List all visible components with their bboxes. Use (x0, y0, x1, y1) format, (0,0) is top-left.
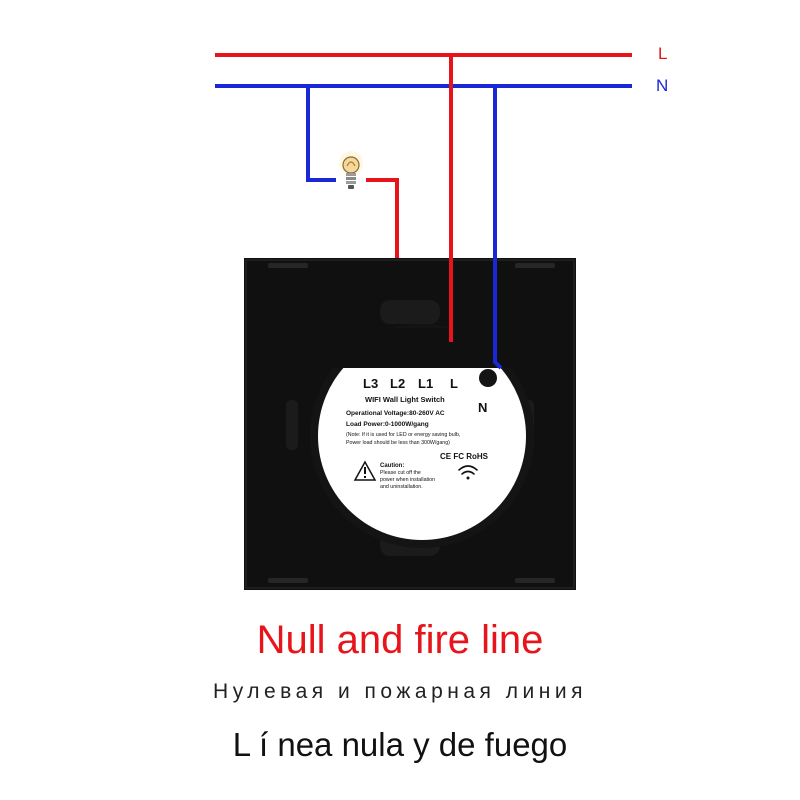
terminal-label-l1: L1 (418, 376, 433, 391)
neutral-to-n-wire (493, 86, 503, 370)
terminal-label-n: N (478, 400, 487, 415)
warning-icon (353, 460, 377, 481)
live-line-label: L (658, 44, 668, 63)
caution-line-1: Please cut off the (380, 470, 421, 476)
load-spec: Load Power:0-1000W/gang (346, 421, 429, 428)
caution-title: Caution: (380, 463, 404, 469)
note-line-1: (Note: If it is used for LED or energy s… (346, 432, 460, 438)
lightbulb-icon (339, 151, 363, 189)
label-module (310, 324, 534, 548)
terminal-label-l2: L2 (390, 376, 405, 391)
caption-russian: Нулевая и пожарная линия (213, 680, 587, 703)
caution-line-3: and uninstallation. (380, 484, 423, 490)
terminal-label-l: L (450, 376, 458, 391)
neutral-to-bulb-wire (306, 86, 336, 182)
certification-marks: CE FC RoHS (440, 452, 489, 461)
voltage-spec: Operational Voltage:80-260V AC (346, 410, 445, 417)
terminal-label-l3: L3 (363, 376, 378, 391)
caption-english: Null and fire line (256, 618, 544, 662)
caption-spanish: L í nea nula y de fuego (232, 726, 568, 763)
note-line-2: Power load should be less than 300W/gang… (346, 440, 450, 446)
caution-line-2: power when installation (380, 477, 435, 483)
neutral-line-label: N (656, 76, 669, 95)
wifi-icon (458, 465, 478, 480)
product-name: WIFI Wall Light Switch (365, 395, 445, 404)
